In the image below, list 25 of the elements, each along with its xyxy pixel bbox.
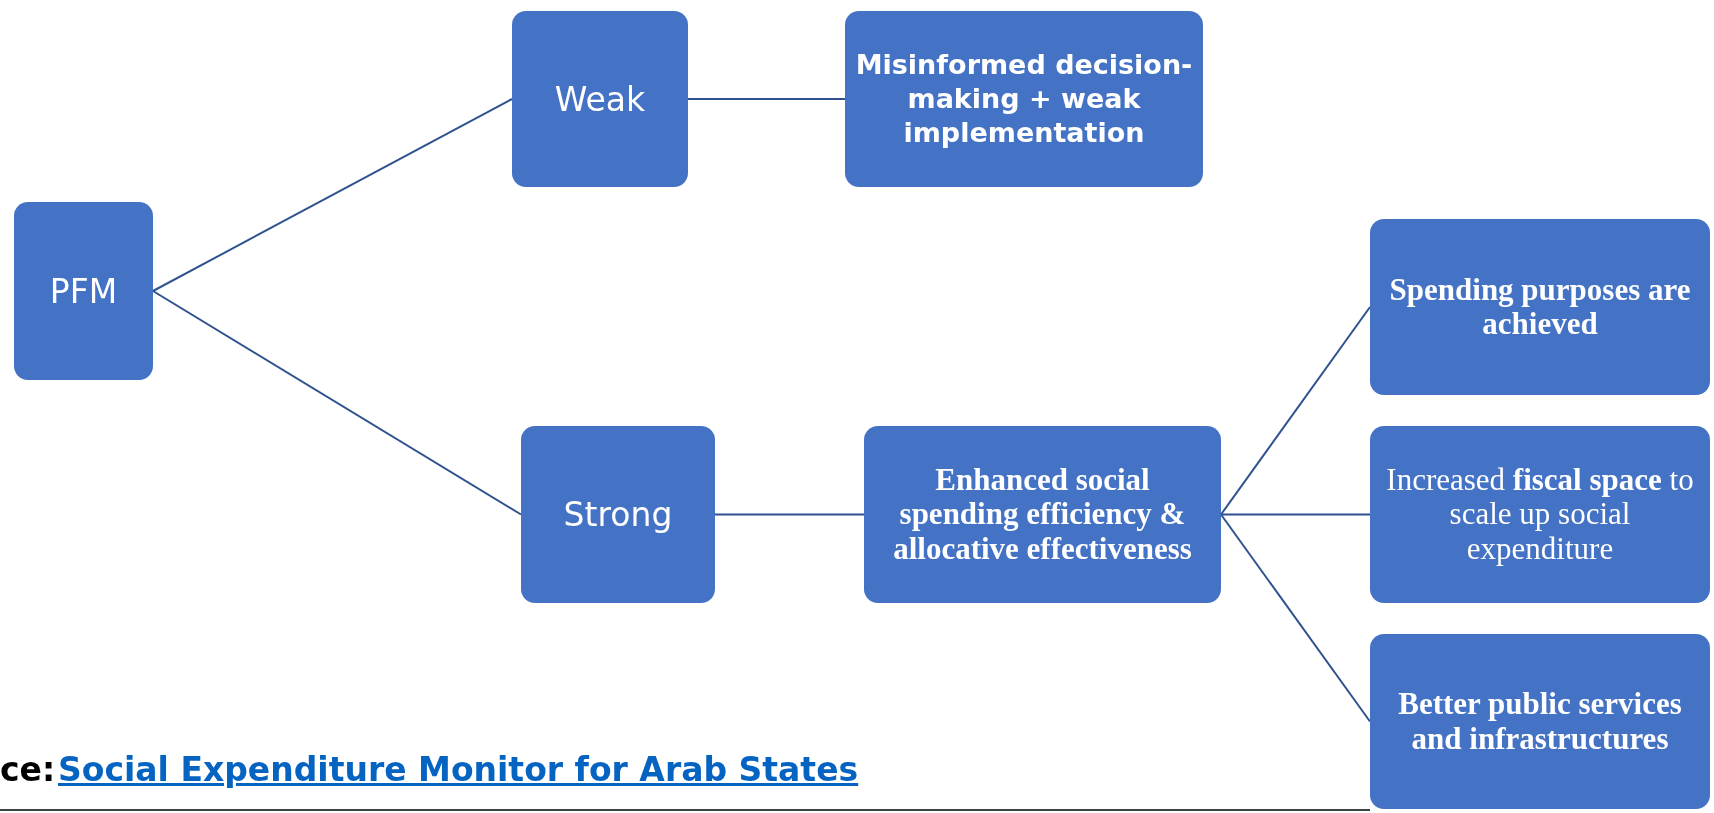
- connector-line: [714, 513, 865, 516]
- connector-line: [1220, 513, 1371, 516]
- process-box: [1370, 634, 1710, 809]
- box-label: Enhanced social spending efficiency & allocative effectiveness: [892, 463, 1193, 566]
- process-box: [1370, 219, 1710, 395]
- connector-line: [687, 98, 846, 100]
- process-box: [521, 426, 715, 603]
- process-box: [864, 426, 1221, 603]
- process-box: [512, 11, 688, 187]
- connector-line: [1220, 513, 1371, 723]
- connector-line: [1220, 306, 1371, 516]
- connector-line: [152, 98, 513, 292]
- source-label: ce:: [0, 750, 56, 789]
- process-box: [1370, 426, 1710, 603]
- box-label: Strong: [563, 495, 673, 534]
- connector-line: [152, 290, 522, 516]
- box-label: Misinformed decision-making + weak implementation: [854, 48, 1194, 150]
- source-link: Social Expenditure Monitor for Arab States: [58, 750, 859, 789]
- process-box: [14, 202, 153, 380]
- box-label: Spending purposes are achieved: [1388, 272, 1692, 342]
- process-box: [845, 11, 1203, 187]
- box-label: Weak: [554, 79, 646, 119]
- box-label: PFM: [49, 271, 118, 311]
- box-label: Increased fiscal space to scale up social expenditure: [1385, 463, 1695, 566]
- box-label: Better public services and infrastructures: [1397, 687, 1683, 756]
